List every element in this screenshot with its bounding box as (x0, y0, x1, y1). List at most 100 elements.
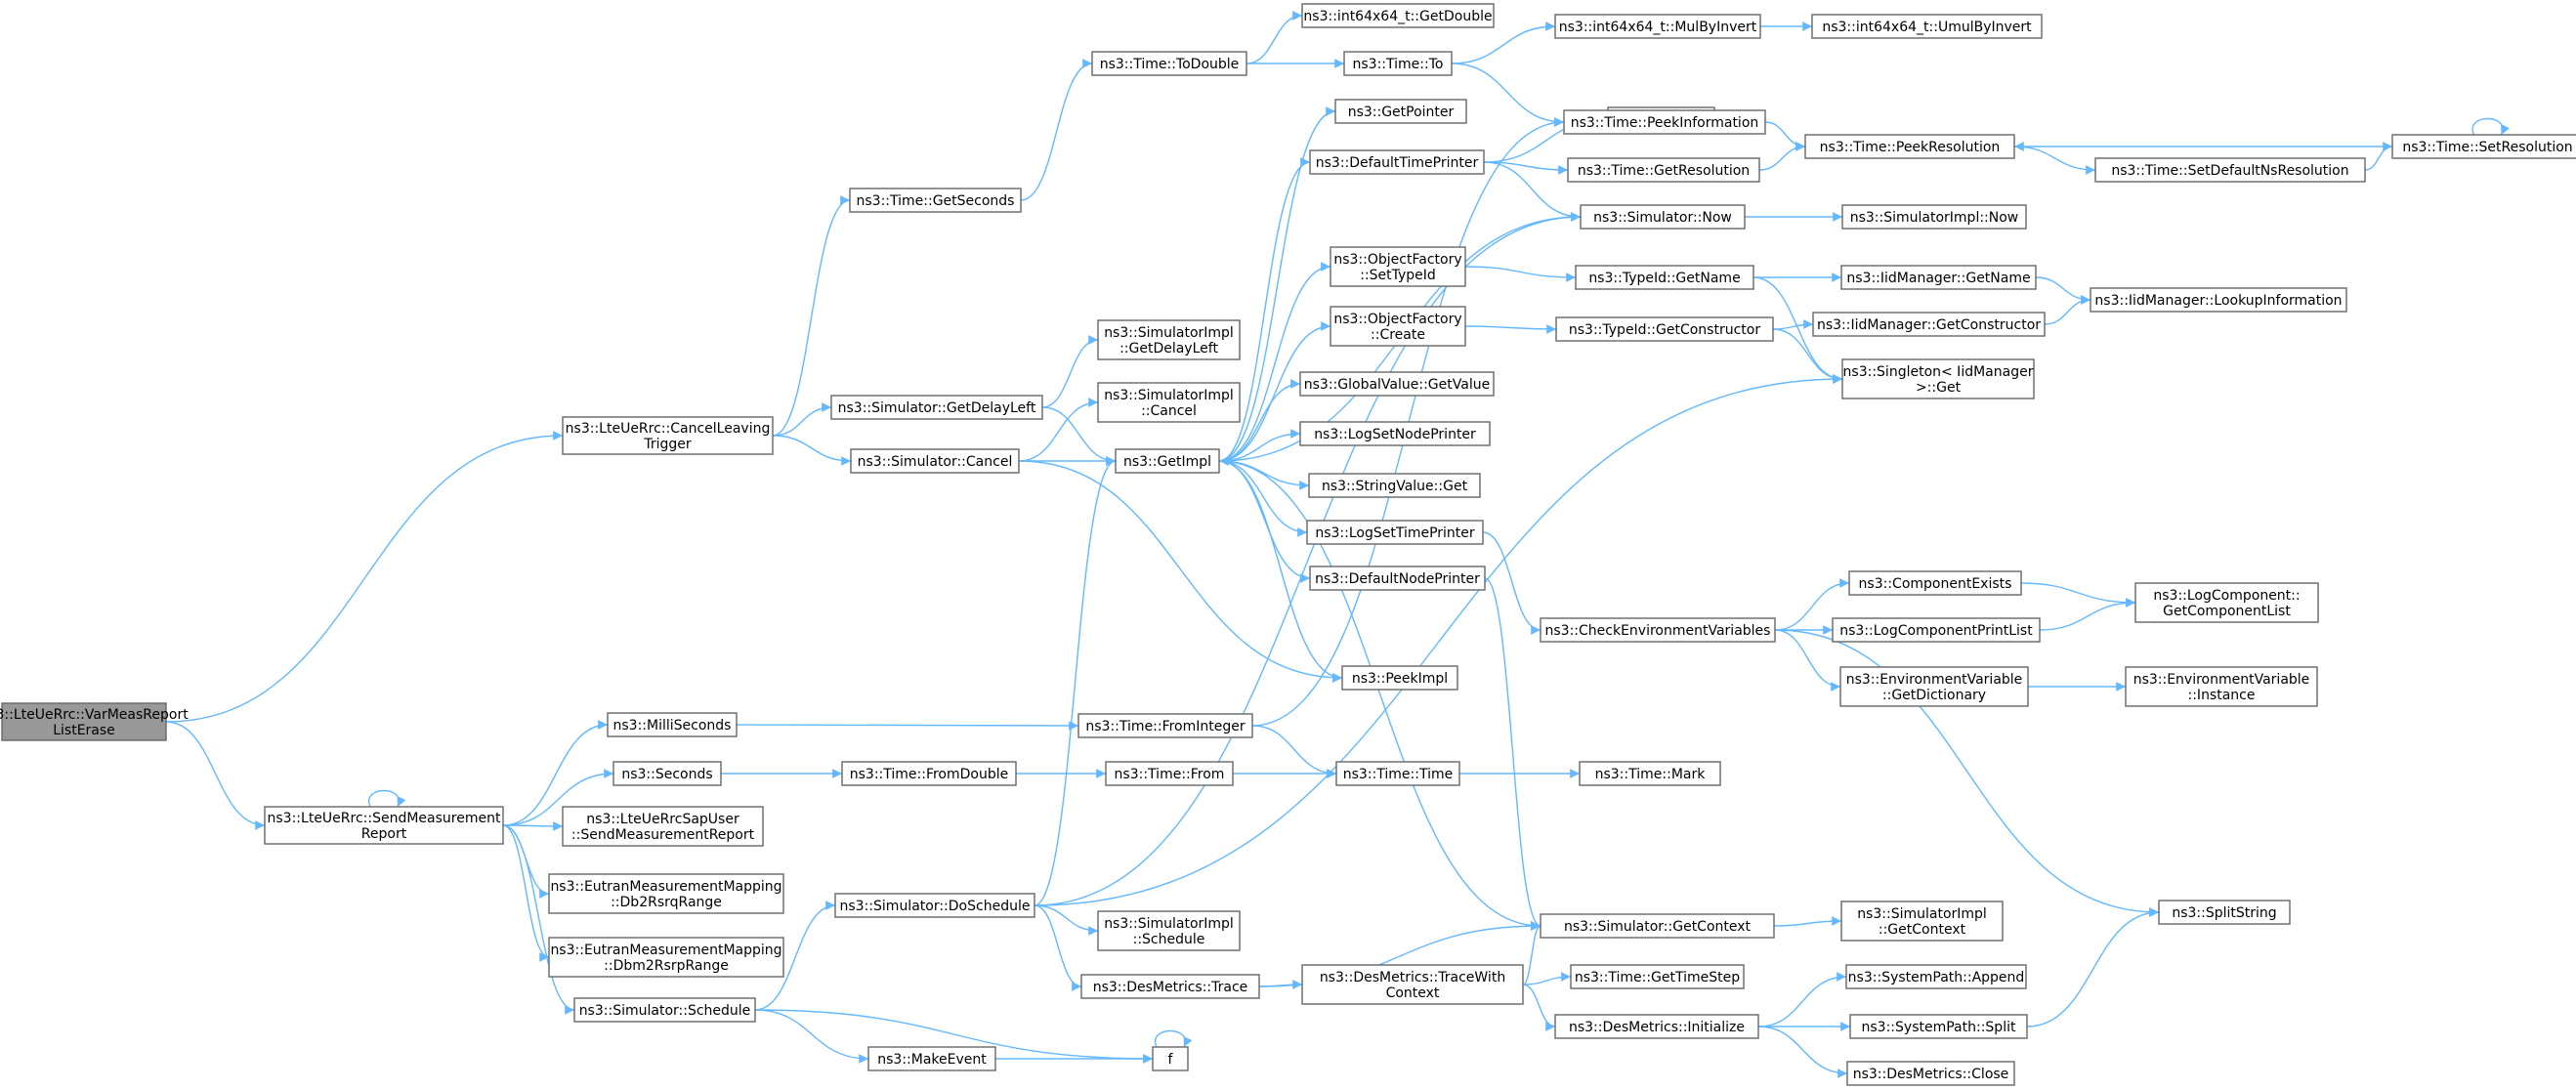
edge-logcompprint-to-logcomplist (2039, 598, 2136, 631)
node-label: ns3::SystemPath::Split (1862, 1020, 2016, 1035)
node-simimplcancel[interactable]: ns3::SimulatorImpl::Cancel (1097, 382, 1241, 423)
edge-simdoschedule-to-simimplschedule (1034, 904, 1099, 936)
node-box (1848, 570, 2022, 596)
node-compexists[interactable]: ns3::ComponentExists (1848, 570, 2022, 596)
node-typeidgetname[interactable]: ns3::TypeId::GetName (1575, 265, 1754, 290)
node-getpointer[interactable]: ns3::GetPointer (1334, 99, 1467, 124)
node-label: ns3::int64x64_t::UmulByInvert (1822, 20, 2032, 35)
node-simschedule[interactable]: ns3::Simulator::Schedule (573, 997, 756, 1023)
node-umulbyinvert[interactable]: ns3::int64x64_t::UmulByInvert (1811, 14, 2043, 39)
node-mulbyinvert[interactable]: ns3::int64x64_t::MulByInvert (1554, 14, 1761, 39)
node-box (1540, 617, 1776, 643)
node-simdoschedule[interactable]: ns3::Simulator::DoSchedule (834, 893, 1035, 918)
node-singletonget[interactable]: ns3::Singleton< IidManager>::Get (1841, 358, 2035, 399)
node-sendmeas[interactable]: ns3::LteUeRrc::SendMeasurementReport (264, 806, 504, 845)
node-iidgetctor[interactable]: ns3::IidManager::GetConstructor (1812, 312, 2046, 337)
node-objsettypeid[interactable]: ns3::ObjectFactory::SetTypeId (1330, 246, 1466, 287)
node-box (1335, 761, 1460, 786)
node-label: ns3::IidManager::LookupInformation (2094, 293, 2342, 309)
node-getseconds[interactable]: ns3::Time::GetSeconds (849, 188, 1022, 213)
node-label: ::Create (1371, 327, 1425, 343)
node-seconds[interactable]: ns3::Seconds (612, 761, 722, 786)
node-simimplschedule[interactable]: ns3::SimulatorImpl::Schedule (1097, 910, 1241, 951)
node-timemark[interactable]: ns3::Time::Mark (1579, 761, 1721, 786)
node-box (2094, 157, 2366, 183)
node-fromint[interactable]: ns3::Time::FromInteger (1077, 713, 1253, 738)
node-box (1080, 974, 1260, 999)
node-typeidgetctor[interactable]: ns3::TypeId::GetConstructor (1555, 316, 1774, 342)
node-label: ns3::DesMetrics::Trace (1093, 980, 1248, 995)
node-label: ns3::Simulator::Schedule (579, 1003, 751, 1019)
node-peekres[interactable]: ns3::Time::PeekResolution (1804, 134, 2015, 159)
node-iidlookup[interactable]: ns3::IidManager::LookupInformation (2090, 287, 2347, 313)
node-label: ns3::LteUeRrc::SendMeasurement (268, 811, 501, 826)
node-globalvalueget[interactable]: ns3::GlobalValue::GetValue (1299, 371, 1495, 397)
node-label: ns3::LogComponentPrintList (1839, 623, 2033, 639)
edge-simgetcontext-to-simimplgetcontext (1773, 916, 1842, 927)
node-logcomplist[interactable]: ns3::LogComponent::GetComponentList (2134, 582, 2319, 623)
node-iidgetname[interactable]: ns3::IidManager::GetName (1840, 265, 2037, 290)
node-destrace[interactable]: ns3::DesMetrics::Trace (1080, 974, 1260, 999)
edge-simcancel-to-simimplcancel (1018, 398, 1099, 462)
node-box (2391, 134, 2576, 159)
node-envdict[interactable]: ns3::EnvironmentVariable::GetDictionary (1839, 666, 2029, 707)
node-label: Report (361, 826, 407, 842)
node-millis[interactable]: ns3::MilliSeconds (607, 712, 738, 737)
node-label: ns3::LteUeRrc::CancelLeaving (566, 421, 771, 437)
node-label: ns3::SimulatorImpl (1104, 916, 1234, 932)
node-logcompprint[interactable]: ns3::LogComponentPrintList (1832, 617, 2041, 643)
node-simimplgetcontext[interactable]: ns3::SimulatorImpl::GetContext (1840, 901, 2004, 942)
node-peekinfo[interactable]: ns3::Time::PeekInformation (1563, 109, 1766, 135)
node-defaulttimeprinter[interactable]: ns3::DefaultTimePrinter (1309, 149, 1485, 175)
node-sysappend[interactable]: ns3::SystemPath::Append (1845, 964, 2027, 989)
node-desclose[interactable]: ns3::DesMetrics::Close (1846, 1061, 2015, 1086)
edge-desinit-to-desclose (1757, 1026, 1848, 1078)
node-splitstring[interactable]: ns3::SplitString (2158, 900, 2291, 925)
node-simcancel[interactable]: ns3::Simulator::Cancel (850, 448, 1020, 474)
node-label: ns3::Time::Mark (1595, 767, 1707, 782)
node-logsettimeprinter[interactable]: ns3::LogSetTimePrinter (1306, 520, 1484, 545)
node-peekimpl[interactable]: ns3::PeekImpl (1341, 665, 1458, 691)
node-setdefaultns[interactable]: ns3::Time::SetDefaultNsResolution (2094, 157, 2366, 183)
node-label: ns3::Time::PeekResolution (1820, 140, 2001, 155)
node-simgetcontext[interactable]: ns3::Simulator::GetContext (1540, 913, 1775, 939)
node-simnow[interactable]: ns3::Simulator::Now (1580, 204, 1746, 230)
node-defaultnodeprinter[interactable]: ns3::DefaultNodePrinter (1309, 566, 1486, 591)
node-simimplnow[interactable]: ns3::SimulatorImpl::Now (1841, 204, 2027, 230)
node-int64getdouble[interactable]: ns3::int64x64_t::GetDouble (1301, 3, 1495, 28)
node-sapsend[interactable]: ns3::LteUeRrcSapUser::SendMeasurementRep… (562, 806, 764, 847)
node-syssplit[interactable]: ns3::SystemPath::Split (1849, 1014, 2028, 1039)
node-getres[interactable]: ns3::Time::GetResolution (1567, 157, 1760, 183)
node-desinit[interactable]: ns3::DesMetrics::Initialize (1554, 1014, 1759, 1039)
node-label: ns3::ObjectFactory (1333, 252, 1461, 268)
node-box (850, 448, 1020, 474)
node-fromdouble[interactable]: ns3::Time::FromDouble (841, 761, 1017, 786)
node-logsetnodeprinter[interactable]: ns3::LogSetNodePrinter (1299, 421, 1491, 446)
node-getimpl[interactable]: ns3::GetImpl (1115, 448, 1220, 474)
node-envinstance[interactable]: ns3::EnvironmentVariable::Instance (2125, 666, 2318, 707)
node-simimpldelayleft[interactable]: ns3::SimulatorImpl::GetDelayLeft (1097, 319, 1241, 360)
node-dbm2rsrp[interactable]: ns3::EutranMeasurementMapping::Dbm2RsrpR… (548, 937, 784, 978)
node-timeto[interactable]: ns3::Time::To (1343, 51, 1453, 76)
node-objcreate[interactable]: ns3::ObjectFactory::Create (1330, 306, 1466, 347)
node-stringvalueget[interactable]: ns3::StringValue::Get (1308, 473, 1481, 498)
node-setres[interactable]: ns3::Time::SetResolution (2391, 134, 2576, 159)
node-makeevent[interactable]: ns3::MakeEvent (867, 1046, 996, 1071)
edge-getimpl-to-objcreate (1218, 321, 1331, 462)
node-timefrom[interactable]: ns3::Time::From (1105, 761, 1234, 786)
node-label: ns3::CheckEnvironmentVariables (1545, 623, 1771, 639)
edge-simschedule-to-makeevent (754, 1009, 869, 1064)
node-todouble[interactable]: ns3::Time::ToDouble (1091, 51, 1247, 76)
node-box (1152, 1046, 1189, 1071)
node-checkenv[interactable]: ns3::CheckEnvironmentVariables (1540, 617, 1776, 643)
node-simdelayleft[interactable]: ns3::Simulator::GetDelayLeft (830, 395, 1043, 420)
node-box (1575, 265, 1754, 290)
node-label: ns3::TypeId::GetConstructor (1569, 322, 1760, 338)
node-f[interactable]: f (1152, 1046, 1189, 1071)
node-db2rsrq[interactable]: ns3::EutranMeasurementMapping::Db2RsrqRa… (548, 873, 784, 914)
node-gettimestep[interactable]: ns3::Time::GetTimeStep (1570, 964, 1745, 989)
node-timetime[interactable]: ns3::Time::Time (1335, 761, 1460, 786)
